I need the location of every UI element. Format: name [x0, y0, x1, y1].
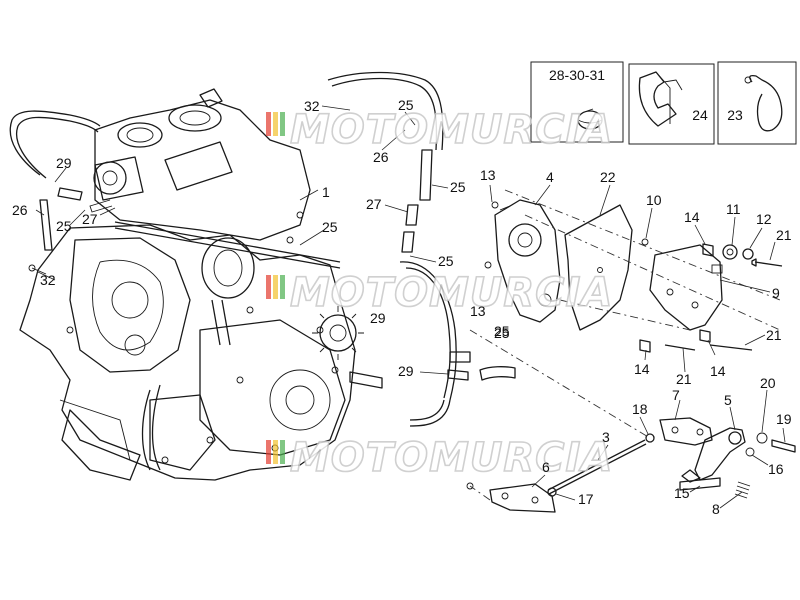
- callout-26-left: 26: [12, 202, 28, 218]
- watermark-text-middle: MOTOMURCIA: [290, 270, 613, 316]
- callout-16: 16: [768, 461, 784, 477]
- callout-labels: 32 25 26 25 29 26 27 25 1 25 27 25 32 29…: [12, 97, 792, 517]
- callout-25-left: 25: [56, 218, 72, 234]
- callout-14-left: 14: [634, 361, 650, 377]
- inset-label-24: 24: [692, 107, 708, 123]
- callout-25-upper-right: 25: [450, 179, 466, 195]
- callout-26-top: 26: [373, 149, 389, 165]
- callout-3: 3: [602, 429, 610, 445]
- callout-4: 4: [546, 169, 554, 185]
- callout-17: 17: [578, 491, 594, 507]
- callout-21-mid: 21: [766, 327, 782, 343]
- callout-14-top: 14: [684, 209, 700, 225]
- callout-29-center: 29: [370, 310, 386, 326]
- callout-13-top: 13: [480, 167, 496, 183]
- leader-lines: [35, 105, 786, 509]
- detail-inset-28-30-31: 28-30-31: [530, 61, 624, 143]
- engine-bolts: [66, 211, 339, 464]
- callout-27-center: 27: [366, 196, 382, 212]
- inset-label-23: 23: [727, 107, 743, 123]
- callout-13-mid: 13: [470, 303, 486, 319]
- callout-27-left: 27: [82, 211, 98, 227]
- callout-32-left: 32: [40, 272, 56, 288]
- callout-32-top: 32: [304, 98, 320, 114]
- callout-6: 6: [542, 459, 550, 475]
- callout-11: 11: [726, 201, 741, 217]
- watermark-text-bottom: MOTOMURCIA: [290, 435, 613, 481]
- callout-29-low: 29: [398, 363, 414, 379]
- callout-21-low: 21: [676, 371, 692, 387]
- callout-15: 15: [674, 485, 690, 501]
- callout-25-hose: 25: [494, 325, 510, 341]
- callout-25-low: 25: [494, 323, 510, 339]
- sprocket-cover-parts: [484, 199, 649, 331]
- heel-plate-assembly: [466, 243, 796, 513]
- detail-inset-23: 23: [717, 61, 797, 145]
- callout-7: 7: [672, 387, 680, 403]
- callout-18: 18: [632, 401, 648, 417]
- breather-hoses-center: [327, 71, 516, 427]
- watermark-middle: MOTOMURCIA: [266, 269, 613, 317]
- detail-inset-24: 24: [628, 63, 715, 145]
- callout-21-top: 21: [776, 227, 792, 243]
- output-sprocket: [312, 306, 364, 360]
- callout-29-left: 29: [56, 155, 72, 171]
- callout-9: 9: [772, 285, 780, 301]
- callout-25-engine: 25: [322, 219, 338, 235]
- engine-assembly: [19, 88, 383, 481]
- callout-14-right: 14: [710, 363, 726, 379]
- callout-25-top: 25: [398, 97, 414, 113]
- watermark-top: MOTOMURCIA: [266, 106, 613, 154]
- callout-8: 8: [712, 501, 720, 517]
- assembly-lines: [469, 189, 781, 501]
- callout-1: 1: [322, 184, 330, 200]
- inset-label-28-30-31: 28-30-31: [549, 67, 605, 83]
- callout-19: 19: [776, 411, 792, 427]
- watermark-bottom: MOTOMURCIA: [266, 434, 613, 482]
- clip-ring-icon: [577, 108, 603, 130]
- callout-10: 10: [646, 192, 662, 208]
- callout-20: 20: [760, 375, 776, 391]
- callout-25-center: 25: [438, 253, 454, 269]
- breather-hoses-left: [9, 110, 113, 275]
- callout-5: 5: [724, 392, 732, 408]
- watermark-text-top: MOTOMURCIA: [290, 107, 613, 153]
- callout-12: 12: [756, 211, 772, 227]
- bracket-clamp-icon: [638, 71, 683, 127]
- callout-22: 22: [600, 169, 616, 185]
- spring-clip-icon: [744, 74, 783, 132]
